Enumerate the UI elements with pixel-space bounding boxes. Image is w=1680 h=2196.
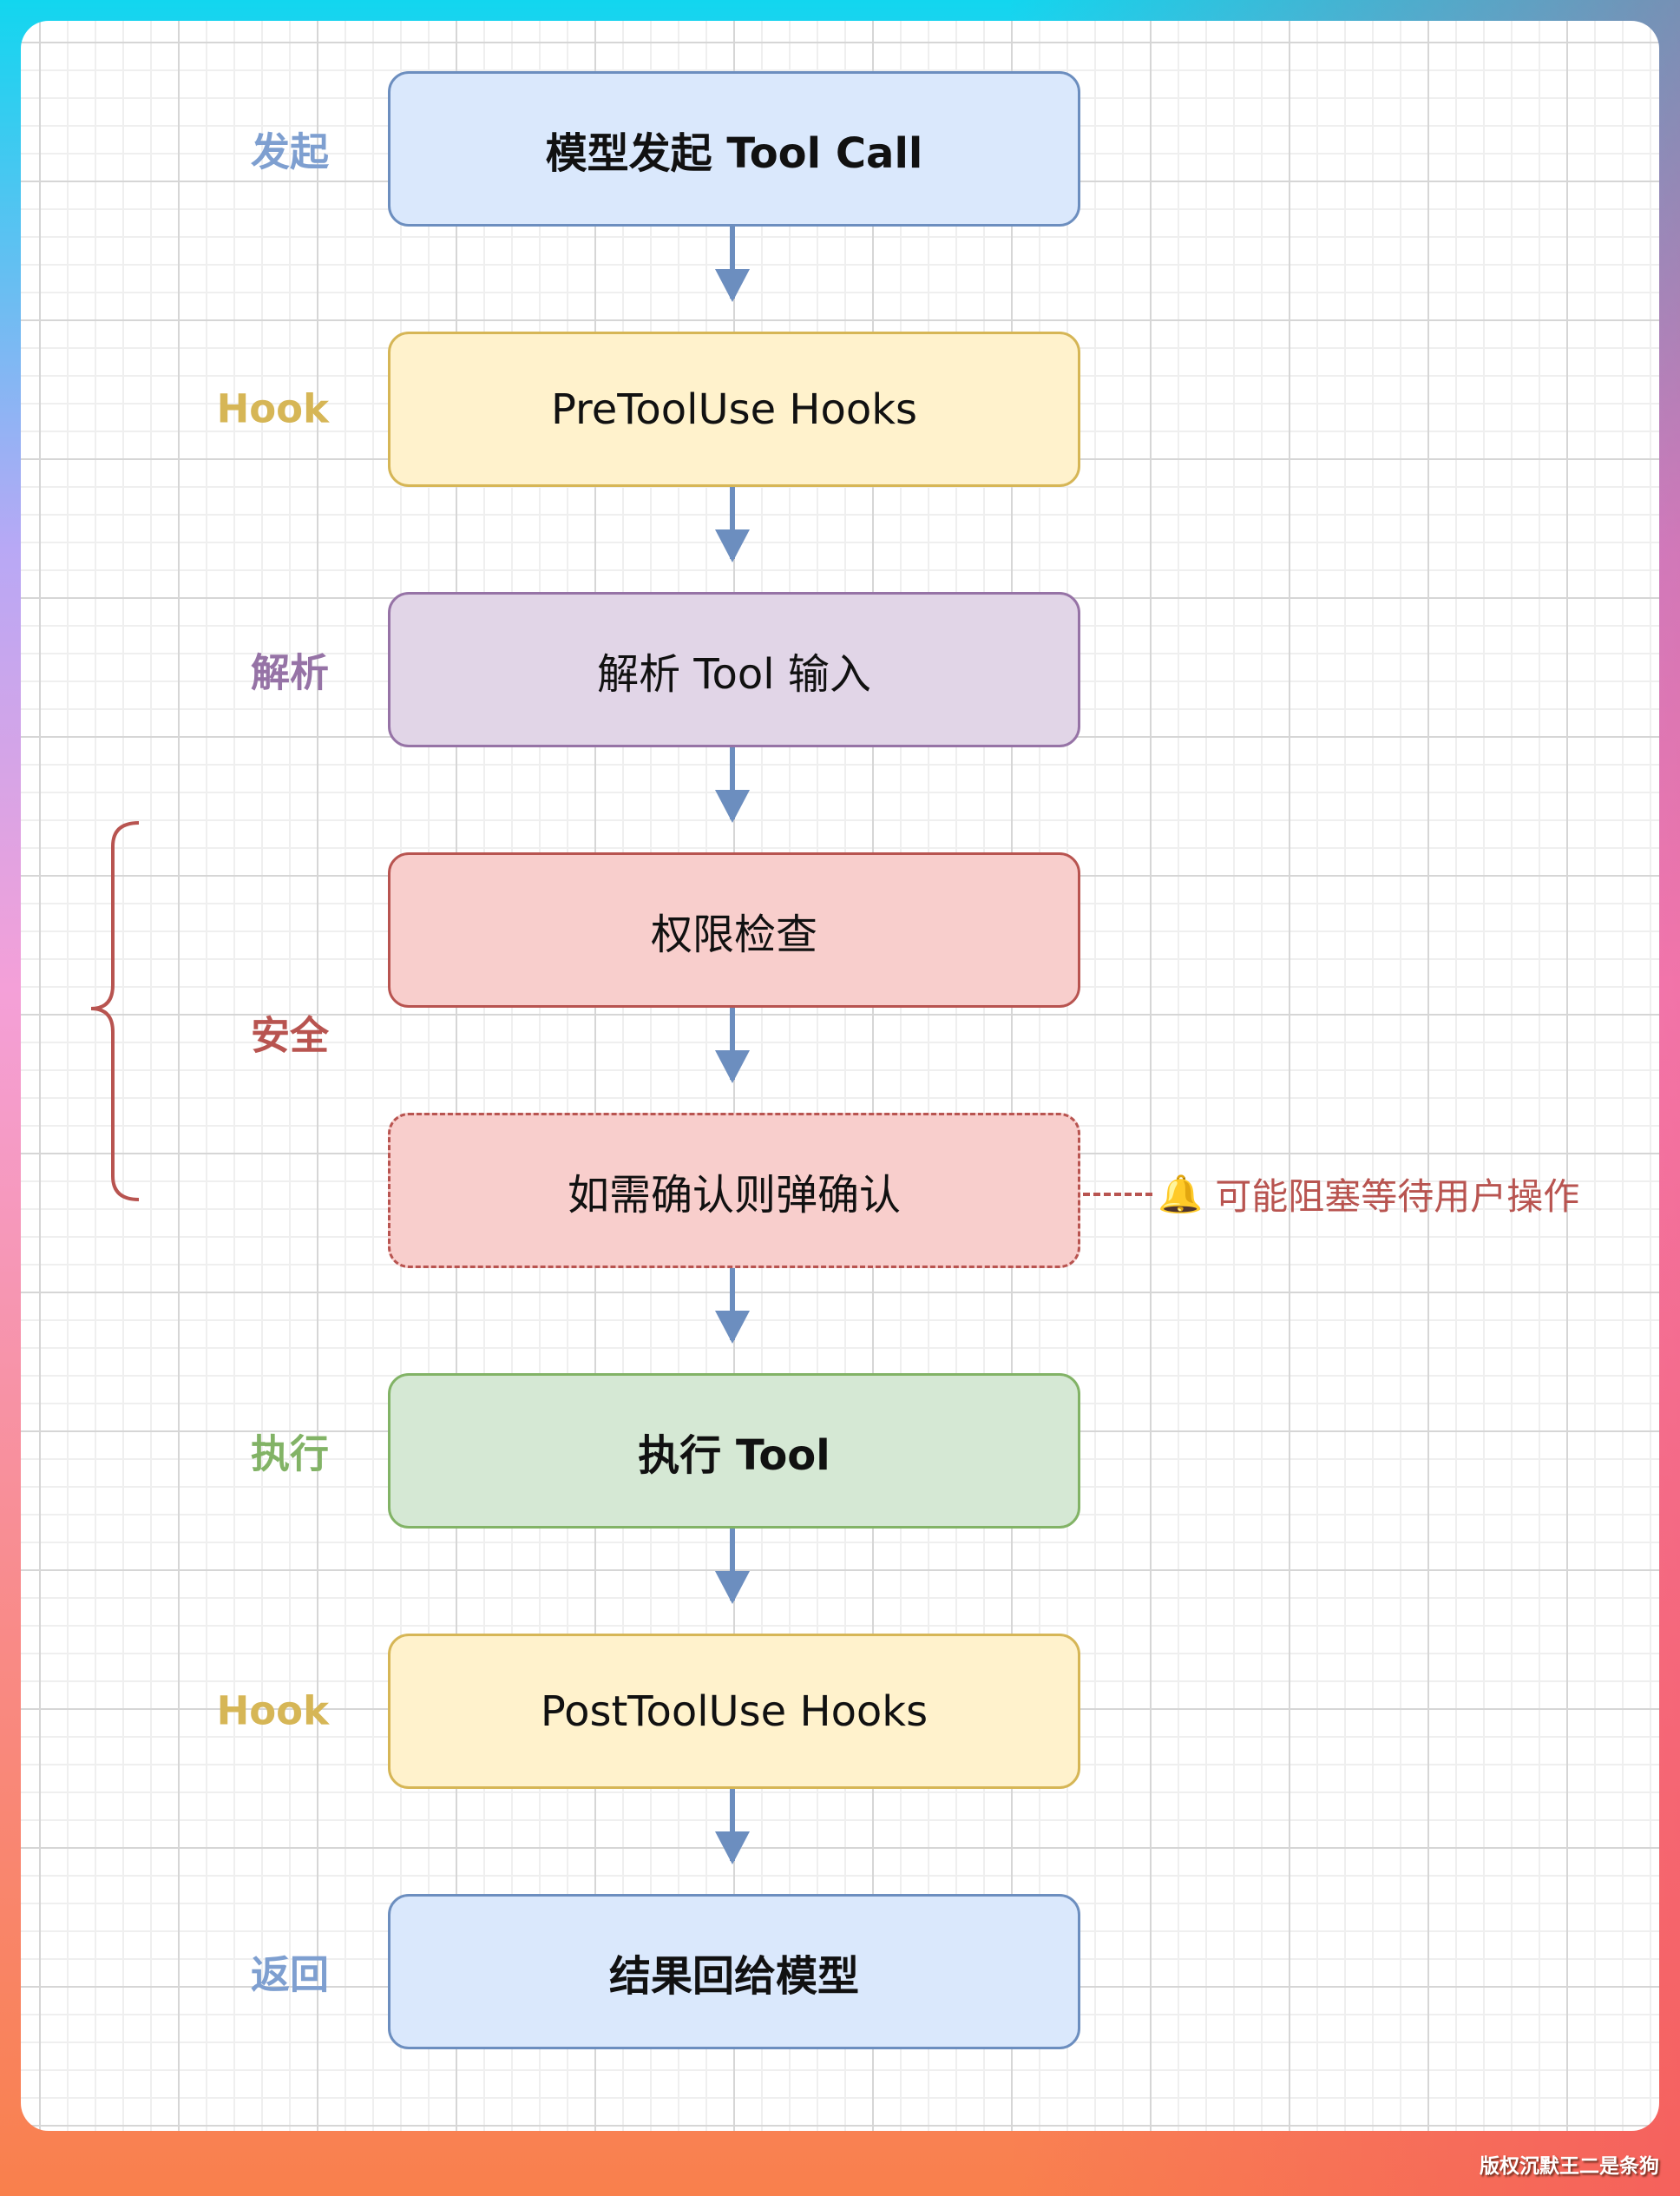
- step-confirm-prompt[interactable]: 如需确认则弹确认: [388, 1113, 1080, 1268]
- arrow: [715, 1008, 750, 1083]
- arrow: [715, 1268, 750, 1344]
- stage-label-parse: 解析: [250, 649, 329, 696]
- arrow: [715, 747, 750, 823]
- step-text: 模型发起 Tool Call: [545, 128, 923, 178]
- step-model-tool-call[interactable]: 模型发起 Tool Call: [388, 71, 1080, 227]
- blocking-note: 🔔 可能阻塞等待用户操作: [1083, 1167, 1579, 1220]
- step-text: 权限检查: [650, 910, 817, 959]
- arrow: [715, 1529, 750, 1604]
- arrow: [715, 1789, 750, 1864]
- arrow: [715, 487, 750, 562]
- watermark: 版权沉默王二是条狗: [1480, 2155, 1659, 2178]
- stage-label-execute: 执行: [250, 1430, 329, 1477]
- security-brace: [90, 821, 140, 1201]
- step-text: PostToolUse Hooks: [540, 1686, 929, 1736]
- step-text: 执行 Tool: [638, 1430, 830, 1480]
- step-text: PreToolUse Hooks: [550, 385, 918, 434]
- stage-label-start: 发起: [250, 128, 329, 175]
- stage-label-return: 返回: [250, 1951, 329, 1998]
- step-permission-check[interactable]: 权限检查: [388, 852, 1080, 1008]
- step-return-result[interactable]: 结果回给模型: [388, 1894, 1080, 2049]
- step-execute-tool[interactable]: 执行 Tool: [388, 1373, 1080, 1529]
- arrow: [715, 227, 750, 302]
- stage-label-prehook: Hook: [216, 385, 329, 432]
- step-text: 解析 Tool 输入: [597, 649, 871, 699]
- step-posttooluse-hooks[interactable]: PostToolUse Hooks: [388, 1634, 1080, 1789]
- stage-label-posthook: Hook: [216, 1687, 329, 1734]
- dashed-connector: [1083, 1192, 1152, 1196]
- bell-icon: 🔔: [1158, 1172, 1204, 1215]
- step-text: 结果回给模型: [608, 1951, 859, 2001]
- step-pretooluse-hooks[interactable]: PreToolUse Hooks: [388, 332, 1080, 487]
- step-parse-input[interactable]: 解析 Tool 输入: [388, 592, 1080, 747]
- note-text: 可能阻塞等待用户操作: [1215, 1175, 1580, 1218]
- step-text: 如需确认则弹确认: [567, 1170, 901, 1220]
- stage-label-security: 安全: [250, 1012, 329, 1059]
